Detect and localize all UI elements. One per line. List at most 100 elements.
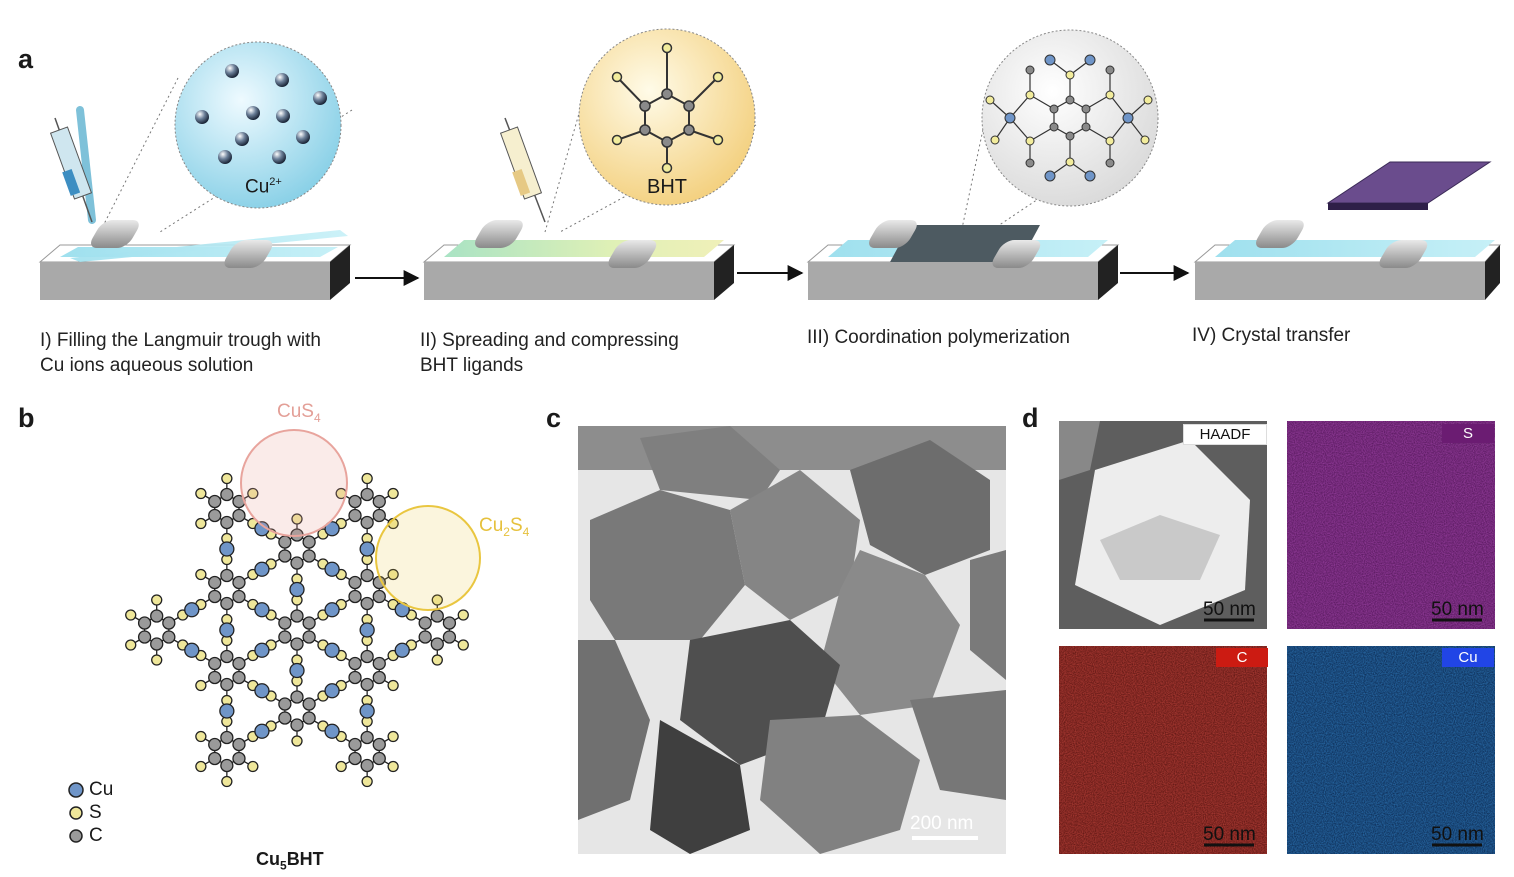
c-atom bbox=[208, 494, 222, 509]
c-atom bbox=[278, 549, 292, 563]
cu-ion-bubble bbox=[99, 41, 353, 233]
c-atom bbox=[348, 670, 362, 685]
c-atom bbox=[220, 596, 234, 611]
c-atom bbox=[360, 649, 374, 664]
c-atom bbox=[348, 751, 362, 766]
c-atom bbox=[137, 616, 152, 630]
c-atom bbox=[232, 737, 246, 752]
tem-image bbox=[578, 426, 1006, 854]
c-atom bbox=[232, 508, 246, 523]
c-atom bbox=[162, 630, 176, 644]
langmuir-trough-2 bbox=[422, 117, 736, 300]
c-atom bbox=[208, 751, 222, 766]
c-atom bbox=[278, 697, 292, 711]
c-atom bbox=[220, 649, 234, 664]
s-atom bbox=[457, 639, 469, 651]
c-atom bbox=[302, 616, 316, 630]
c-atom bbox=[348, 508, 362, 523]
c-atom bbox=[348, 656, 362, 671]
c-atom bbox=[278, 616, 292, 630]
c-atom bbox=[290, 718, 304, 732]
eds-cu-scale-label: 50 nm bbox=[1431, 824, 1484, 845]
cu-atom bbox=[359, 541, 375, 557]
s-atom bbox=[195, 679, 207, 692]
eds-tag-cu: Cu bbox=[1442, 648, 1494, 667]
c-atom bbox=[442, 630, 457, 644]
s-atom bbox=[195, 517, 207, 530]
s-atom bbox=[431, 654, 443, 666]
c-atom bbox=[220, 730, 234, 745]
cu-atom bbox=[289, 662, 305, 679]
c-atom bbox=[360, 487, 374, 502]
c-atom bbox=[278, 630, 292, 644]
s-atom bbox=[195, 487, 207, 500]
s-atom bbox=[387, 487, 399, 500]
s-atom bbox=[247, 760, 259, 773]
bht-ligand-bubble bbox=[544, 28, 757, 233]
c-atom bbox=[220, 487, 234, 502]
eds-s-scale-label: 50 nm bbox=[1431, 599, 1484, 620]
c-atom bbox=[348, 589, 362, 604]
cu-atom bbox=[254, 602, 270, 618]
eds-tag-c: C bbox=[1216, 648, 1268, 667]
eds-scale-bars bbox=[1204, 618, 1482, 847]
cu2s4-highlight-circle bbox=[375, 505, 481, 611]
c-atom bbox=[220, 677, 234, 692]
c-atom bbox=[232, 589, 246, 604]
structure-legend-markers bbox=[68, 782, 84, 843]
tem-scale-label: 200 nm bbox=[910, 813, 974, 834]
process-arrows bbox=[355, 265, 1190, 286]
legend-s: S bbox=[89, 802, 102, 823]
cu-ion-label: Cu2+ bbox=[245, 176, 282, 198]
c-atom bbox=[208, 737, 222, 752]
c-atom bbox=[290, 609, 304, 623]
cu-atom bbox=[324, 642, 340, 658]
c-atom bbox=[220, 515, 234, 530]
c-atom bbox=[208, 508, 222, 523]
c-atom bbox=[162, 616, 176, 630]
s-atom bbox=[151, 594, 163, 606]
s-atom bbox=[387, 760, 399, 773]
s-atom bbox=[291, 735, 303, 747]
s-atom bbox=[221, 472, 233, 485]
s-atom bbox=[291, 513, 303, 525]
eds-tag-s: S bbox=[1442, 424, 1494, 443]
panel-label-c: c bbox=[546, 403, 562, 433]
bht-label: BHT bbox=[647, 176, 687, 198]
c-atom bbox=[220, 758, 234, 773]
s-atom bbox=[387, 679, 399, 692]
legend-c: C bbox=[89, 825, 103, 846]
cu-atom bbox=[219, 541, 235, 557]
c-atom bbox=[208, 589, 222, 604]
cu-atom bbox=[219, 703, 235, 719]
c-atom bbox=[150, 637, 164, 651]
c-atom bbox=[290, 690, 304, 704]
c-atom bbox=[232, 656, 246, 671]
c-atom bbox=[372, 751, 386, 766]
s-atom bbox=[195, 760, 207, 773]
c-atom bbox=[372, 494, 386, 509]
c-atom bbox=[372, 656, 386, 671]
c-atom bbox=[208, 575, 222, 590]
s-atom bbox=[457, 609, 469, 621]
c-atom bbox=[302, 549, 316, 563]
cu2s4-label: Cu2S4 bbox=[479, 515, 530, 539]
cu-atom bbox=[184, 602, 200, 618]
langmuir-trough-3 bbox=[806, 220, 1120, 300]
cu-atom bbox=[324, 683, 340, 699]
cus4-label: CuS4 bbox=[277, 401, 321, 425]
s-atom bbox=[361, 472, 373, 485]
c-atom bbox=[348, 737, 362, 752]
cu5bht-lattice bbox=[125, 472, 469, 788]
structure-title: Cu5BHT bbox=[256, 849, 324, 873]
c-atom bbox=[372, 508, 386, 523]
eds-c-scale-label: 50 nm bbox=[1203, 824, 1256, 845]
cu-atom bbox=[254, 642, 270, 658]
cu-atom bbox=[184, 642, 200, 658]
c-atom bbox=[360, 677, 374, 692]
c-atom bbox=[418, 616, 432, 630]
cu-atom bbox=[394, 642, 410, 658]
c-atom bbox=[232, 751, 246, 766]
s-atom bbox=[125, 609, 137, 621]
c-atom bbox=[430, 609, 444, 623]
